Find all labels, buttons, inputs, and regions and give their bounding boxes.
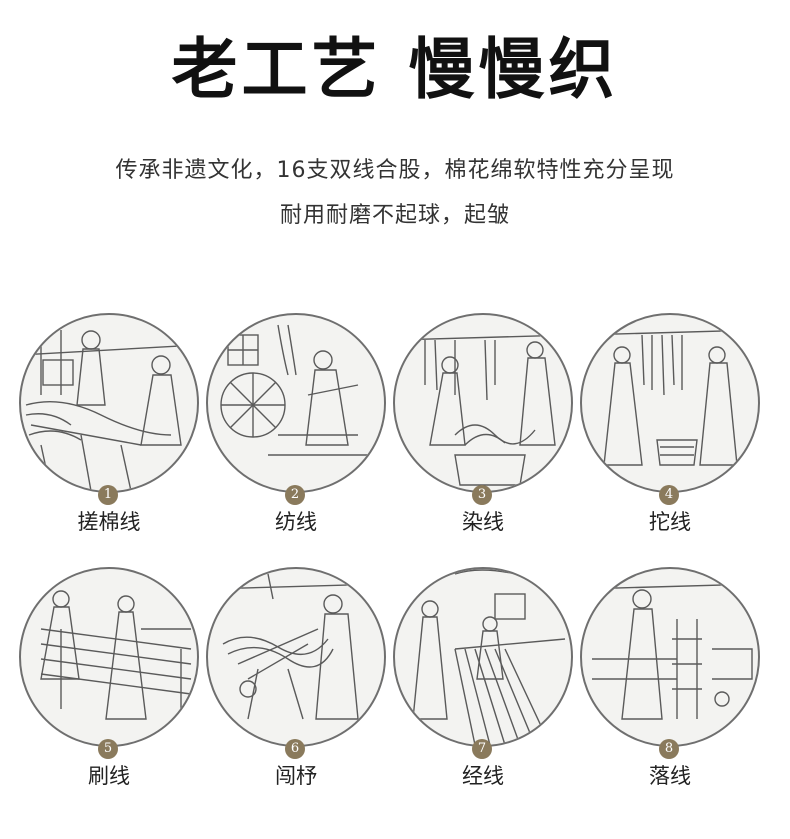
brushing-yarn-engraving-icon — [40, 590, 192, 720]
step-label: 搓棉线 — [77, 510, 141, 534]
step-number-badge: 7 — [472, 739, 492, 759]
page-title: 老工艺 慢慢织 — [171, 31, 619, 108]
step-card-7: 7 经线 — [393, 567, 573, 788]
step-card-1: 1 搓棉线 — [19, 313, 199, 534]
step-card-6: 6 闯杼 — [206, 567, 386, 788]
engraving-illustration-7 — [393, 567, 573, 747]
step-label: 经线 — [462, 764, 504, 788]
step-label: 落线 — [649, 764, 691, 788]
step-label: 闯杼 — [275, 764, 317, 788]
engraving-illustration-3 — [393, 313, 573, 493]
step-number-badge: 3 — [472, 485, 492, 505]
subtitle-line-1: 传承非遗文化，16支双线合股，棉花绵软特性充分呈现 — [115, 158, 675, 183]
engraving-illustration-5 — [19, 567, 199, 747]
engraving-illustration-2 — [206, 313, 386, 493]
dyeing-vat-engraving-icon — [395, 334, 571, 486]
step-label: 纺线 — [275, 510, 317, 534]
subtitle-line-2: 耐用耐磨不起球，起皱 — [279, 203, 510, 228]
step-label: 染线 — [462, 510, 504, 534]
step-card-5: 5 刷线 — [19, 567, 199, 788]
reed-threading-engraving-icon — [208, 573, 384, 720]
step-label: 拕线 — [649, 510, 691, 534]
engraving-illustration-4 — [580, 313, 760, 493]
step-number-badge: 5 — [98, 739, 118, 759]
step-card-3: 3 染线 — [393, 313, 573, 534]
step-number-badge: 1 — [98, 485, 118, 505]
engraving-illustration-6 — [206, 567, 386, 747]
engraving-illustration-1 — [19, 313, 199, 493]
artisan-engraving-icon — [21, 330, 197, 491]
spinning-wheel-engraving-icon — [220, 324, 368, 456]
drying-yarn-engraving-icon — [582, 329, 758, 466]
engraving-illustration-8 — [580, 567, 760, 747]
step-number-badge: 2 — [285, 485, 305, 505]
step-card-8: 8 落线 — [580, 567, 760, 788]
step-number-badge: 6 — [285, 739, 305, 759]
step-card-4: 4 拕线 — [580, 313, 760, 534]
step-number-badge: 4 — [659, 485, 679, 505]
step-number-badge: 8 — [659, 739, 679, 759]
warping-engraving-icon — [412, 569, 566, 745]
winding-yarn-engraving-icon — [582, 583, 758, 720]
step-card-2: 2 纺线 — [206, 313, 386, 534]
step-label: 刷线 — [88, 764, 130, 788]
